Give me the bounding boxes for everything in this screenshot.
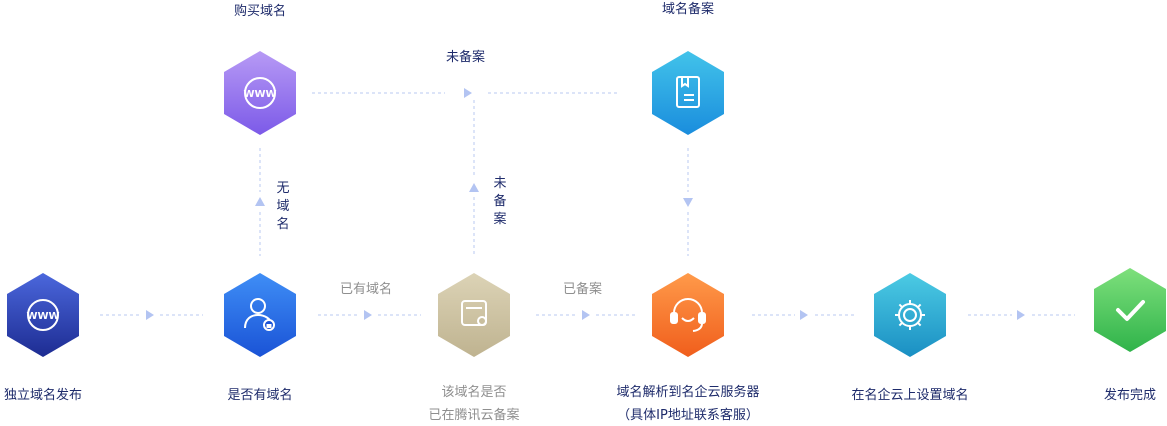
publish-standalone-label: 独立域名发布 <box>3 388 82 403</box>
edge-label-no-domain: 无 域 名 <box>276 181 290 232</box>
domain-filing-node <box>651 51 725 135</box>
buy-domain-label: 购买域名 <box>233 4 286 19</box>
domain-filing-label: 域名备案 <box>661 2 714 17</box>
svg-text:WWW: WWW <box>243 89 276 100</box>
svg-text:WWW: WWW <box>26 311 59 322</box>
filed-check-node <box>437 273 511 357</box>
publish-done-label: 发布完成 <box>1103 388 1156 403</box>
filed-check-label-line1: 该域名是否 <box>441 385 507 400</box>
edge-label-filed: 已备案 <box>563 282 603 297</box>
www-icon: WWW <box>243 77 277 109</box>
resolve-server-label-line1: 域名解析到名企云服务器 <box>616 385 760 400</box>
filed-check-label-line2: 已在腾讯云备案 <box>428 408 520 423</box>
has-domain-label: 是否有域名 <box>227 388 293 403</box>
publish-done-node <box>1093 268 1167 352</box>
publish-standalone-node: WWW <box>6 273 80 357</box>
edge-label-not-filed-top: 未备案 <box>446 50 486 65</box>
configure-domain-label: 在名企云上设置域名 <box>851 388 969 403</box>
configure-domain-node <box>873 273 947 357</box>
user-check-icon <box>244 298 275 331</box>
buy-domain-node: WWW <box>223 51 297 135</box>
headset-icon <box>670 298 706 332</box>
gear-icon <box>895 300 925 330</box>
check-icon <box>1116 300 1145 321</box>
book-icon <box>676 76 700 108</box>
edge-label-not-filed-vertical: 未 备 案 <box>493 176 507 227</box>
resolve-server-node <box>651 273 725 357</box>
www-icon: WWW <box>26 299 60 331</box>
edge-label-has-domain: 已有域名 <box>340 282 393 297</box>
has-domain-node <box>223 273 297 357</box>
card-check-icon <box>461 300 487 326</box>
resolve-server-label-line2: （具体IP地址联系客服） <box>617 408 759 423</box>
